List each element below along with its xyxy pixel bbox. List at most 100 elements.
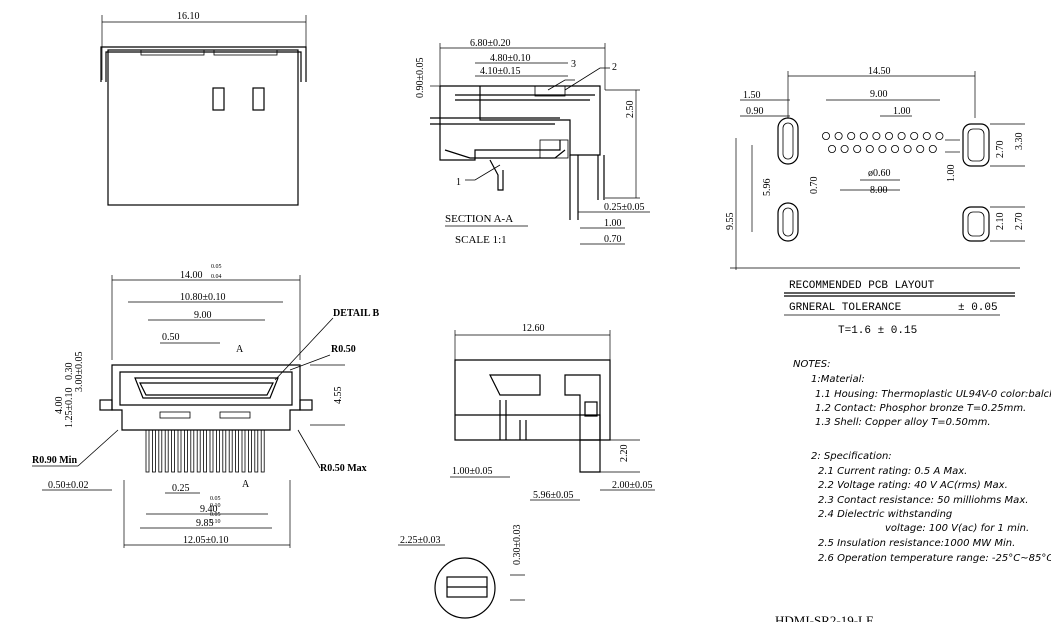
pcb-pad-hole — [903, 144, 912, 153]
pcb-pad-hole — [859, 131, 868, 140]
pcb-dim-12: 1.00 — [946, 165, 957, 183]
section-dim-5: 2.50 — [625, 101, 636, 119]
top-width-dim: 16.10 — [177, 11, 200, 22]
pcb-pad-hole — [865, 144, 874, 153]
pcb-dim-5: 1.00 — [893, 106, 911, 117]
spec-1: 2.1 Current rating: 0.5 A Max. — [818, 466, 967, 477]
side-dim-5: 2.00±0.05 — [612, 480, 653, 491]
section-dim-8: 0.70 — [604, 234, 622, 245]
contact-pin — [215, 429, 220, 473]
contact-pin — [183, 429, 188, 473]
section-dim-1: 6.80±0.20 — [470, 38, 511, 49]
pcb-pad-hole — [935, 131, 944, 140]
front-dim-15: 0.10 — [210, 503, 221, 509]
front-dim-12: 0.25 — [172, 483, 190, 494]
notes: NOTES: 1:Material: 1.1 Housing: Thermopl… — [793, 359, 1051, 564]
pcb-dim-3: 0.90 — [746, 106, 764, 117]
pcb-pad-hole — [916, 144, 925, 153]
section-dim-6: 0.25±0.05 — [604, 202, 645, 213]
front-dim-7: 3.00±0.05 — [74, 352, 85, 393]
contact-pin — [203, 429, 208, 473]
callout-1: 1 — [456, 177, 461, 188]
pcb-dim-11: 0.70 — [809, 177, 820, 195]
front-dim-11: 4.55 — [333, 387, 344, 405]
material-1: 1.1 Housing: Thermoplastic UL94V-0 color… — [815, 389, 1051, 400]
pcb-dim-1: 14.50 — [868, 66, 891, 77]
detail-view: 2.25±0.03 0.30±0.03 — [398, 525, 525, 619]
contact-pin — [171, 429, 176, 473]
section-dim-2: 4.80±0.10 — [490, 53, 531, 64]
front-dim-5: 9.00 — [194, 310, 212, 321]
front-dim-8: 0.30 — [64, 363, 75, 381]
pcb-pad-hole — [828, 144, 837, 153]
side-dim-1: 12.60 — [522, 323, 545, 334]
front-dim-17: 0.05 — [210, 512, 221, 518]
contact-pin — [164, 429, 169, 473]
pcb-dim-15: 2.70 — [1014, 213, 1025, 231]
side-view: 12.60 2.20 1.00±0.05 5.96±0.05 2.00±0.05 — [450, 323, 655, 501]
section-dim-4: 0.90±0.05 — [415, 58, 426, 99]
front-dim-6: 0.50 — [162, 332, 180, 343]
contact-pin — [209, 429, 214, 473]
pcb-layout: 14.50 1.50 0.90 9.00 1.00 2.70 3.30 ø0.6… — [725, 66, 1025, 337]
side-dim-2: 2.20 — [619, 445, 630, 463]
front-dim-3: 0.04 — [211, 274, 222, 280]
contact-pin — [254, 429, 259, 473]
pcb-pad-hole — [822, 131, 831, 140]
front-view: 14.00 0.05 0.04 10.80±0.10 9.00 0.50 A 3… — [32, 264, 380, 548]
contact-pin — [241, 429, 246, 473]
contact-pin — [145, 429, 150, 473]
pcb-pad-hole — [847, 131, 856, 140]
pcb-tolerance-label: GRNERAL TOLERANCE — [789, 302, 902, 314]
contact-pin — [228, 429, 233, 473]
pcb-pad-hole — [910, 131, 919, 140]
side-dim-4: 5.96±0.05 — [533, 490, 574, 501]
pcb-pad-hole — [878, 144, 887, 153]
pcb-dim-7: 3.30 — [1014, 133, 1025, 151]
spec-5: voltage: 100 V(ac) for 1 min. — [885, 523, 1029, 534]
spec-7: 2.6 Operation temperature range: -25°C~8… — [818, 553, 1051, 564]
side-dim-3: 1.00±0.05 — [452, 466, 493, 477]
pcb-dim-9: 8.00 — [870, 185, 888, 196]
r050max-label: R0.50 Max — [320, 463, 367, 474]
top-view: 16.10 — [100, 11, 307, 206]
pcb-dim-4: 9.00 — [870, 89, 888, 100]
contact-pin — [190, 429, 195, 473]
pcb-pad-hole — [853, 144, 862, 153]
contact-pin — [247, 429, 252, 473]
material-3: 1.3 Shell: Copper alloy T=0.50mm. — [815, 417, 991, 428]
pcb-pad-hole — [891, 144, 900, 153]
spec-2: 2.2 Voltage rating: 40 V AC(rms) Max. — [818, 480, 1008, 491]
front-dim-13: 9.40 — [200, 504, 218, 515]
spec-6: 2.5 Insulation resistance:1000 MW Min. — [818, 538, 1015, 549]
section-dim-7: 1.00 — [604, 218, 622, 229]
front-section-a-top: A — [236, 344, 244, 355]
spec-3: 2.3 Contact resistance: 50 milliohms Max… — [818, 495, 1028, 506]
part-number: HDMI-SR2-19-LF — [775, 613, 873, 622]
front-dim-14: 0.05 — [210, 496, 221, 502]
front-dim-22: 0.50±0.02 — [48, 480, 89, 491]
pcb-pad-hole — [928, 144, 937, 153]
r090-label: R0.90 Min — [32, 455, 77, 466]
pcb-pad-hole — [885, 131, 894, 140]
pcb-dim-14: 2.10 — [995, 213, 1006, 231]
pcb-dim-2: 1.50 — [743, 90, 761, 101]
front-dim-16: 9.85 — [196, 518, 214, 529]
front-section-a-bottom: A — [242, 479, 250, 490]
pcb-dim-6: 2.70 — [995, 141, 1006, 159]
pcb-title: RECOMMENDED PCB LAYOUT — [789, 280, 935, 292]
front-dim-4: 10.80±0.10 — [180, 292, 226, 303]
section-dim-3: 4.10±0.15 — [480, 66, 521, 77]
pcb-tolerance-value: ± 0.05 — [958, 302, 998, 314]
pcb-pad-hole — [840, 144, 849, 153]
section-title: SECTION A-A — [445, 213, 513, 225]
front-dim-2: 0.05 — [211, 264, 222, 270]
detail-dim-1: 2.25±0.03 — [400, 535, 441, 546]
pcb-thickness: T=1.6 ± 0.15 — [838, 325, 917, 337]
pcb-pad-hole — [872, 131, 881, 140]
pcb-pad-hole — [834, 131, 843, 140]
contact-pin — [158, 429, 163, 473]
front-dim-19: 12.05±0.10 — [183, 535, 229, 546]
material-heading: 1:Material: — [811, 374, 865, 385]
contact-pin — [196, 429, 201, 473]
